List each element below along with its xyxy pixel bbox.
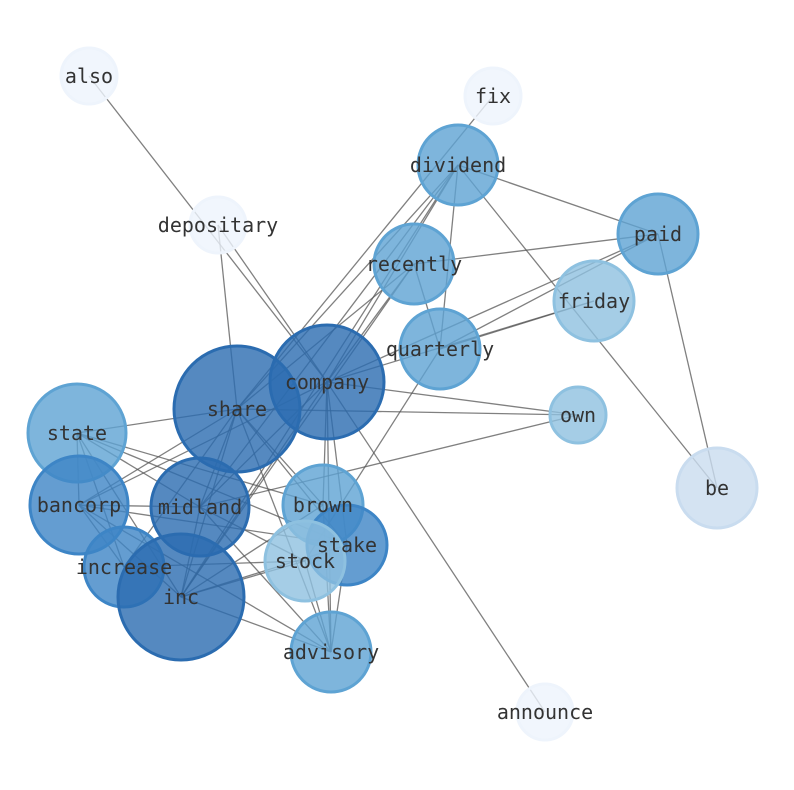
node-label-dividend: dividend bbox=[410, 153, 506, 177]
node-label-company: company bbox=[285, 370, 369, 394]
node-label-own: own bbox=[560, 403, 596, 427]
edge-midland-own bbox=[199, 414, 579, 508]
node-label-state: state bbox=[47, 421, 107, 445]
node-label-increase: increase bbox=[76, 555, 172, 579]
node-own[interactable] bbox=[548, 385, 608, 445]
node-fix[interactable] bbox=[463, 66, 523, 126]
node-advisory[interactable] bbox=[289, 610, 373, 694]
nodes-layer bbox=[26, 46, 759, 742]
node-label-announce: announce bbox=[497, 700, 593, 724]
node-label-paid: paid bbox=[634, 222, 682, 246]
node-label-bancorp: bancorp bbox=[37, 493, 121, 517]
node-stock[interactable] bbox=[263, 519, 347, 603]
node-label-stake: stake bbox=[317, 533, 377, 557]
node-quarterly[interactable] bbox=[398, 307, 482, 391]
node-depositary[interactable] bbox=[188, 195, 248, 255]
node-label-recently: recently bbox=[366, 252, 462, 276]
node-label-fix: fix bbox=[475, 84, 511, 108]
node-be[interactable] bbox=[675, 446, 759, 530]
node-label-midland: midland bbox=[158, 495, 242, 519]
node-recently[interactable] bbox=[372, 222, 456, 306]
node-share[interactable] bbox=[172, 344, 302, 474]
node-inc[interactable] bbox=[116, 532, 246, 662]
edge-paid-be bbox=[657, 233, 718, 489]
node-friday[interactable] bbox=[552, 259, 636, 343]
node-label-advisory: advisory bbox=[283, 640, 379, 664]
labels-layer: also fix dividend depositary paid recently fri… bbox=[37, 64, 729, 724]
node-label-stock: stock bbox=[275, 549, 335, 573]
node-also[interactable] bbox=[59, 46, 119, 106]
node-bancorp[interactable] bbox=[28, 454, 130, 556]
node-label-also: also bbox=[65, 64, 113, 88]
node-dividend[interactable] bbox=[416, 123, 500, 207]
node-label-brown: brown bbox=[293, 493, 353, 517]
edge-paid-company bbox=[326, 233, 659, 383]
node-paid[interactable] bbox=[616, 192, 700, 276]
node-label-share: share bbox=[207, 397, 267, 421]
node-label-quarterly: quarterly bbox=[386, 337, 494, 361]
node-label-depositary: depositary bbox=[158, 213, 278, 237]
edge-company-announce bbox=[326, 381, 546, 713]
node-label-friday: friday bbox=[558, 289, 630, 313]
node-announce[interactable] bbox=[515, 682, 575, 742]
node-label-be: be bbox=[705, 476, 729, 500]
node-label-inc: inc bbox=[163, 585, 199, 609]
